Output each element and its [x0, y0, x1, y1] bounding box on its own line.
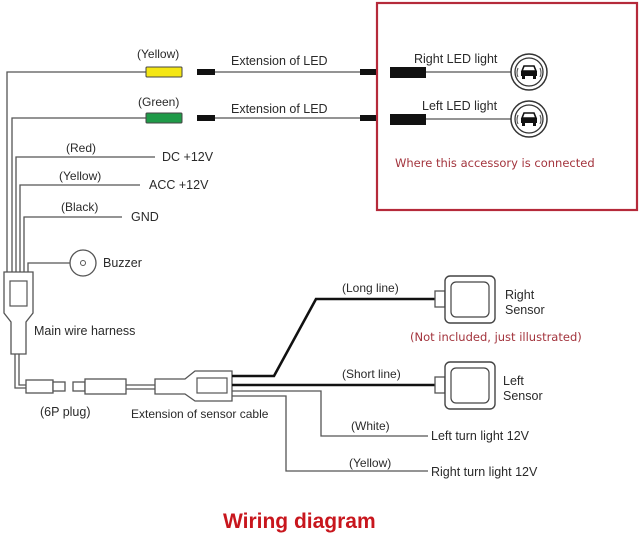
six-pin-plug-label: (6P plug) — [40, 405, 91, 419]
led-extension-label-1: Extension of LED — [231, 54, 328, 68]
left-sensor-label-2: Sensor — [503, 389, 543, 403]
main-harness-connector — [3, 271, 34, 355]
power-wire-color-0: (Red) — [66, 141, 96, 155]
sensor-not-included-note: (Not included, just illustrated) — [410, 330, 582, 344]
led-extension-plug-left-2 — [197, 115, 215, 121]
right-sensor-label-2: Sensor — [505, 303, 545, 317]
led-extension-plug-right-1 — [360, 69, 376, 75]
power-wire-target-1: ACC +12V — [149, 178, 209, 192]
white-turn-wire — [232, 390, 428, 437]
six-pin-plug — [25, 378, 127, 395]
led-extension-label-2: Extension of LED — [231, 102, 328, 116]
yellow-turn-wire — [232, 395, 428, 472]
green-wire-label: (Green) — [138, 95, 179, 109]
yellow-connector — [145, 66, 183, 78]
harness-to-plug-wire-b — [18, 354, 26, 386]
power-wire-color-1: (Yellow) — [59, 169, 101, 183]
sensor-extension-label: Extension of sensor cable — [131, 407, 269, 421]
left-led-car-light-icon — [510, 100, 548, 138]
left-sensor-icon — [434, 361, 496, 410]
led-extension-plug-left-1 — [197, 69, 215, 75]
right-sensor-label-1: Right — [505, 288, 535, 302]
green-connector — [145, 112, 183, 124]
left-led-plug — [390, 114, 426, 125]
turn-wire-target-1: Right turn light 12V — [431, 465, 538, 479]
buzzer-icon — [69, 249, 97, 277]
power-wire-color-2: (Black) — [61, 200, 98, 214]
turn-wire-color-1: (Yellow) — [349, 456, 391, 470]
long-line-label: (Long line) — [342, 281, 399, 295]
right-led-label: Right LED light — [414, 52, 498, 66]
long-line-wire — [232, 297, 438, 378]
led-extension-plug-right-2 — [360, 115, 376, 121]
turn-wire-target-0: Left turn light 12V — [431, 429, 530, 443]
right-led-car-light-icon — [510, 53, 548, 91]
turn-wire-color-0: (White) — [351, 419, 390, 433]
right-led-plug — [390, 67, 426, 78]
left-sensor-label-1: Left — [503, 374, 524, 388]
sensor-extension-connector — [154, 370, 233, 402]
highlight-box — [375, 1, 639, 212]
power-wire-target-0: DC +12V — [162, 150, 214, 164]
left-led-label: Left LED light — [422, 99, 498, 113]
yellow-wire-label: (Yellow) — [137, 47, 179, 61]
short-line-label: (Short line) — [342, 367, 401, 381]
power-wire-target-2: GND — [131, 210, 159, 224]
harness-bundle-wires — [6, 71, 155, 272]
diagram-title: Wiring diagram — [223, 510, 376, 533]
accessory-connected-note: Where this accessory is connected — [395, 156, 595, 170]
main-harness-label: Main wire harness — [34, 324, 135, 338]
right-sensor-icon — [434, 275, 496, 324]
buzzer-label: Buzzer — [103, 256, 142, 270]
harness-to-plug-wire-a — [14, 354, 26, 389]
